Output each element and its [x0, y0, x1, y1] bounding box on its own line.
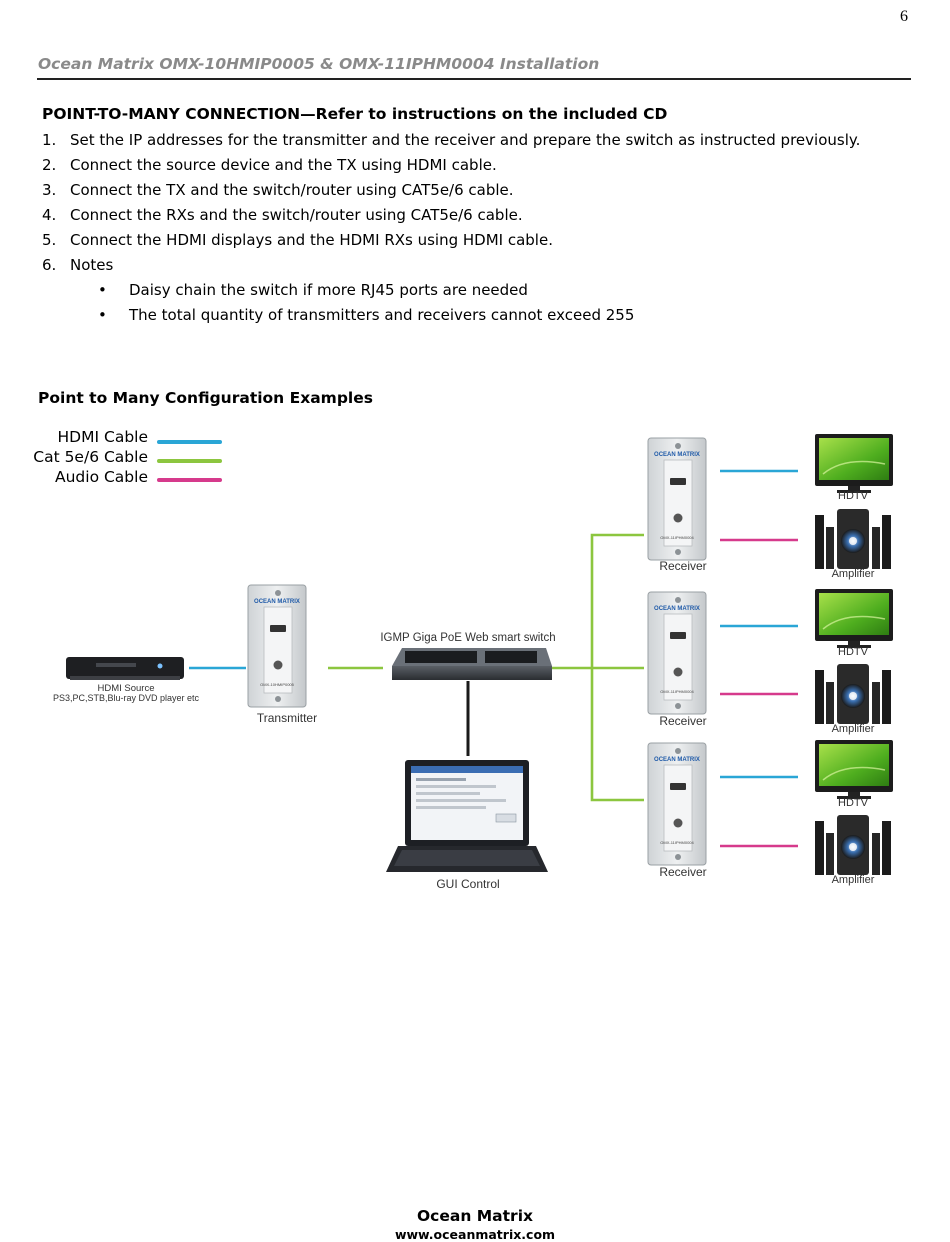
receiver-model: OMX-11IPHM0004 — [660, 840, 694, 845]
step-text: Set the IP addresses for the transmitter… — [70, 131, 861, 149]
hdtv-1 — [814, 433, 894, 494]
receiver-brand: OCEAN MATRIX — [654, 757, 700, 763]
hdtv-label: HDTV — [838, 797, 869, 809]
note-item: • Daisy chain the switch if more RJ45 por… — [98, 280, 634, 305]
network-switch — [392, 648, 552, 680]
bullet-icon: • — [98, 281, 107, 299]
source-sublabel: PS3,PC,STB,Blu-ray DVD player etc — [53, 693, 200, 703]
transmitter-brand: OCEAN MATRIX — [254, 599, 300, 605]
step-number: 5. — [42, 231, 57, 249]
step-text: Connect the TX and the switch/router usi… — [70, 181, 514, 199]
instruction-steps: 1. Set the IP addresses for the transmitt… — [42, 130, 860, 280]
step-item: 1. Set the IP addresses for the transmitt… — [42, 130, 860, 155]
legend-cat-line — [157, 459, 222, 463]
step-number: 6. — [42, 256, 57, 274]
receiver-device-2: OCEAN MATRIX OMX-11IPHM0004 — [647, 591, 707, 715]
step-item: 3. Connect the TX and the switch/router u… — [42, 180, 860, 205]
source-label: HDMI Source — [97, 683, 154, 694]
step-number: 1. — [42, 131, 57, 149]
step-item: 5. Connect the HDMI displays and the HDMI… — [42, 230, 860, 255]
legend-audio-line — [157, 478, 222, 482]
receiver-device-3: OCEAN MATRIX OMX-11IPHM0004 — [647, 742, 707, 866]
section-heading: POINT-TO-MANY CONNECTION—Refer to instru… — [42, 105, 668, 123]
step-text: Notes — [70, 256, 114, 274]
step-text: Connect the RXs and the switch/router us… — [70, 206, 523, 224]
step-number: 2. — [42, 156, 57, 174]
source-device — [66, 657, 184, 680]
footer-url: www.oceanmatrix.com — [394, 1227, 556, 1242]
step-item: 4. Connect the RXs and the switch/router … — [42, 205, 860, 230]
note-text: The total quantity of transmitters and r… — [129, 306, 635, 324]
note-item: • The total quantity of transmitters and … — [98, 305, 634, 330]
switch-label: IGMP Giga PoE Web smart switch — [380, 632, 555, 644]
configuration-heading: Point to Many Configuration Examples — [38, 389, 373, 407]
amplifier-label: Amplifier — [832, 874, 875, 886]
receiver-label: Receiver — [659, 559, 706, 573]
page-number: 6 — [900, 8, 908, 25]
legend-hdmi-line — [157, 440, 222, 444]
receiver-brand: OCEAN MATRIX — [654, 452, 700, 458]
notes-list: • Daisy chain the switch if more RJ45 por… — [98, 280, 634, 330]
dvd-player-icon — [66, 657, 184, 679]
legend-audio-label: Audio Cable — [55, 468, 148, 486]
receiver-label: Receiver — [659, 714, 706, 728]
receiver-model: OMX-11IPHM0004 — [660, 689, 694, 694]
amplifier-label: Amplifier — [832, 723, 875, 735]
step-item: 2. Connect the source device and the TX u… — [42, 155, 860, 180]
hdtv-label: HDTV — [838, 490, 869, 502]
amplifier-1 — [815, 509, 891, 569]
gui-label: GUI Control — [436, 877, 499, 891]
hdtv-2 — [814, 588, 894, 649]
amplifier-3 — [815, 815, 891, 875]
receiver-label: Receiver — [659, 865, 706, 879]
bullet-icon: • — [98, 306, 107, 324]
transmitter-label: Transmitter — [257, 711, 317, 725]
footer-brand: Ocean Matrix — [416, 1207, 533, 1225]
title-divider — [37, 78, 911, 80]
receiver-model: OMX-11IPHM0004 — [660, 535, 694, 540]
note-text: Daisy chain the switch if more RJ45 port… — [129, 281, 528, 299]
step-text: Connect the source device and the TX usi… — [70, 156, 497, 174]
document-title: Ocean Matrix OMX-10HMIP0005 & OMX-11IPHM… — [38, 55, 600, 73]
hdtv-label: HDTV — [838, 646, 869, 658]
amplifier-2 — [815, 664, 891, 724]
legend-hdmi-label: HDMI Cable — [57, 428, 148, 446]
step-text: Connect the HDMI displays and the HDMI R… — [70, 231, 553, 249]
hdtv-3 — [814, 739, 894, 800]
gui-laptop — [386, 760, 548, 872]
amplifier-label: Amplifier — [832, 568, 875, 580]
step-item: 6. Notes — [42, 255, 860, 280]
transmitter-model: OMX-10HMIP0005 — [260, 682, 295, 687]
step-number: 3. — [42, 181, 57, 199]
receiver-brand: OCEAN MATRIX — [654, 606, 700, 612]
transmitter-device: OCEAN MATRIX OMX-10HMIP0005 — [247, 584, 307, 708]
legend-cat-label: Cat 5e/6 Cable — [33, 448, 148, 466]
step-number: 4. — [42, 206, 57, 224]
receiver-device-1: OCEAN MATRIX OMX-11IPHM0004 — [647, 437, 707, 561]
